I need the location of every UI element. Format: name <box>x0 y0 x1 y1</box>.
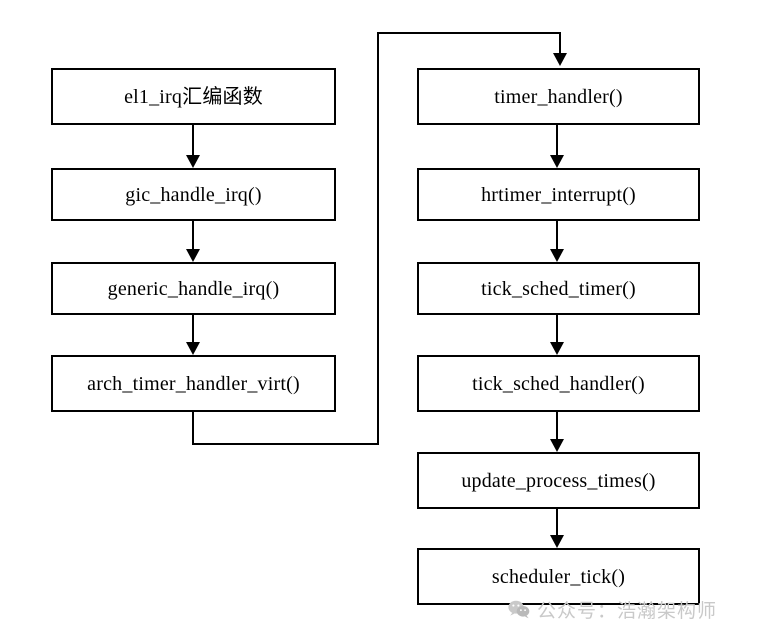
flow-node-arch-timer-handler-virt: arch_timer_handler_virt() <box>51 355 336 412</box>
flow-node-label: update_process_times() <box>461 469 656 492</box>
arrowhead-tick-sched-timer <box>550 249 564 262</box>
flow-node-tick-sched-handler: tick_sched_handler() <box>417 355 700 412</box>
edge-loop-top-segment <box>377 32 561 34</box>
edge-update-process-times-to-scheduler-tick <box>556 509 558 537</box>
flow-node-label: el1_irq汇编函数 <box>124 85 263 108</box>
edge-gic-handle-irq-to-generic-handle-irq <box>192 221 194 253</box>
flow-node-hrtimer-interrupt: hrtimer_interrupt() <box>417 168 700 221</box>
edge-tick-sched-handler-to-update-process-times <box>556 412 558 442</box>
arrowhead-arch-timer-handler-virt <box>186 342 200 355</box>
arrowhead-hrtimer-interrupt <box>550 155 564 168</box>
flow-node-gic-handle-irq: gic_handle_irq() <box>51 168 336 221</box>
flow-node-tick-sched-timer: tick_sched_timer() <box>417 262 700 315</box>
flow-node-label: arch_timer_handler_virt() <box>87 372 300 395</box>
flow-node-label: tick_sched_handler() <box>472 372 645 395</box>
edge-loop-down-segment <box>192 412 194 445</box>
arrowhead-generic-handle-irq <box>186 249 200 262</box>
arrowhead-gic-handle-irq <box>186 155 200 168</box>
arrowhead-timer-handler <box>553 53 567 66</box>
arrowhead-update-process-times <box>550 439 564 452</box>
arrowhead-tick-sched-handler <box>550 342 564 355</box>
edge-generic-handle-irq-to-arch-timer-handler-virt <box>192 315 194 345</box>
flow-node-update-process-times: update_process_times() <box>417 452 700 509</box>
edge-loop-entry-segment <box>559 32 561 54</box>
flow-node-label: hrtimer_interrupt() <box>481 183 636 206</box>
flow-node-label: tick_sched_timer() <box>481 277 636 300</box>
edge-loop-bottom-segment <box>192 443 379 445</box>
edge-timer-handler-to-hrtimer-interrupt <box>556 125 558 157</box>
flow-node-label: generic_handle_irq() <box>107 277 280 300</box>
flow-node-label: gic_handle_irq() <box>125 183 262 206</box>
flow-node-timer-handler: timer_handler() <box>417 68 700 125</box>
flow-node-generic-handle-irq: generic_handle_irq() <box>51 262 336 315</box>
flow-node-label: timer_handler() <box>494 85 623 108</box>
flow-node-scheduler-tick: scheduler_tick() <box>417 548 700 605</box>
edge-hrtimer-interrupt-to-tick-sched-timer <box>556 221 558 253</box>
flow-node-label: scheduler_tick() <box>491 565 626 588</box>
edge-loop-up-segment <box>377 32 379 445</box>
edge-tick-sched-timer-to-tick-sched-handler <box>556 315 558 345</box>
flow-node-el1-irq: el1_irq汇编函数 <box>51 68 336 125</box>
arrowhead-scheduler-tick <box>550 535 564 548</box>
edge-el1-irq-to-gic-handle-irq <box>192 125 194 157</box>
